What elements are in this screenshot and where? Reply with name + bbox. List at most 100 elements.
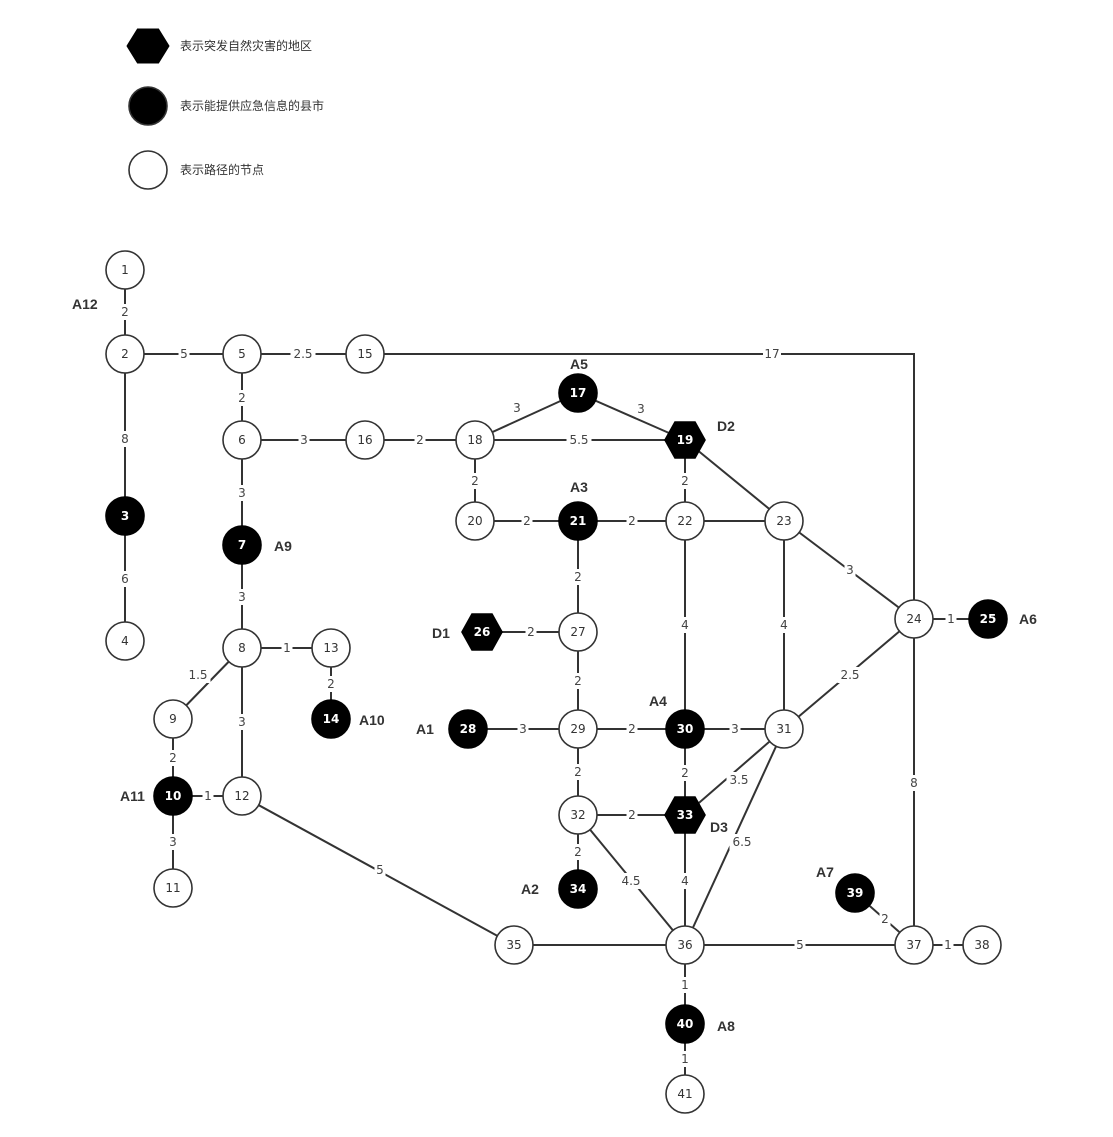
edge-weight: 3: [167, 834, 179, 850]
edge-weight: 2.5: [290, 346, 316, 362]
node-18: 18: [455, 420, 495, 460]
black-circle-node-shape: [311, 699, 351, 739]
node-23: 23: [764, 501, 804, 541]
edge-weight-label: 2: [681, 474, 689, 488]
node-label: 9: [169, 712, 177, 726]
edge-weight-bg: [679, 473, 691, 489]
edge-weight-bg: [511, 400, 523, 416]
node-label: 12: [234, 789, 249, 803]
edge-weight-label: 2: [471, 474, 479, 488]
legend-item: 表示路径的节点: [128, 150, 264, 190]
node-tag-label: A12: [72, 296, 98, 312]
edge-weight: 1: [679, 977, 691, 993]
edge-weight-bg: [566, 432, 592, 448]
edge-weight: 3: [517, 721, 529, 737]
edge-weight-bg: [729, 834, 755, 850]
node-6: 6: [222, 420, 262, 460]
legend-black-circle-icon: [128, 86, 168, 126]
node-5: 5: [222, 334, 262, 374]
hexagon-node-shape: [664, 421, 706, 459]
edge-weight: 2: [679, 765, 691, 781]
edge-weight-label: 1: [283, 641, 291, 655]
edge-weight: 1: [945, 611, 957, 627]
edge-weight-bg: [679, 765, 691, 781]
node-tag-label: A10: [359, 712, 385, 728]
node-label: 3: [121, 509, 129, 523]
edge-weight: 2.5: [837, 667, 863, 683]
edge-weight: 3: [635, 401, 647, 417]
edge-weight: 2: [325, 676, 337, 692]
node-tag-label: A3: [570, 479, 588, 495]
node-tag-label: D2: [717, 418, 735, 434]
edge-weight-label: 4: [681, 618, 689, 632]
legend-hexagon-icon: [126, 28, 170, 64]
node-label: 27: [570, 625, 585, 639]
node-label: 41: [677, 1087, 692, 1101]
node-label: 14: [323, 712, 340, 726]
black-circle-node-shape: [968, 599, 1008, 639]
black-circle-node-shape: [448, 709, 488, 749]
node-28: 28: [448, 709, 488, 749]
node-7: 7: [222, 525, 262, 565]
node-14: 14: [311, 699, 351, 739]
edge-weight-bg: [202, 788, 214, 804]
node-label: 13: [323, 641, 338, 655]
edge-weight-bg: [119, 571, 131, 587]
node-label: 39: [847, 886, 864, 900]
black-circle-node-shape: [835, 873, 875, 913]
node-tag-label: A1: [416, 721, 434, 737]
hexagon-node-shape: [664, 796, 706, 834]
node-20: 20: [455, 501, 495, 541]
node-label: 25: [980, 612, 997, 626]
edge-weight-bg: [679, 873, 691, 889]
node-13: 13: [311, 628, 351, 668]
edge-weight-label: 8: [121, 432, 129, 446]
edge-weight-bg: [679, 977, 691, 993]
edge-weight-bg: [618, 873, 644, 889]
edge-weight-label: 1: [681, 978, 689, 992]
edge-weight-bg: [236, 485, 248, 501]
node-30: 30: [665, 709, 705, 749]
edge-weight-bg: [942, 937, 954, 953]
white-circle-node-shape: [345, 420, 385, 460]
black-circle-node-shape: [153, 776, 193, 816]
edge-weight: 3.5: [726, 772, 752, 788]
node-4: 4: [105, 621, 145, 661]
edge-weight: 3: [236, 589, 248, 605]
edge-weight-label: 2: [327, 677, 335, 691]
edge-weight-label: 3: [513, 401, 521, 415]
node-tag-label: A9: [274, 538, 292, 554]
node-label: 28: [460, 722, 477, 736]
node-label: 15: [357, 347, 372, 361]
legend-white-circle-icon: [128, 150, 168, 190]
edge-weight-label: 3.5: [729, 773, 748, 787]
node-9: 9: [153, 699, 193, 739]
edge-weight-bg: [626, 513, 638, 529]
node-26: 26: [461, 613, 503, 651]
edge-weight-label: 6: [121, 572, 129, 586]
white-circle-node-shape: [311, 628, 351, 668]
edge-weight-bg: [778, 617, 790, 633]
edge-weight: 1: [281, 640, 293, 656]
edge-weight: 2: [525, 624, 537, 640]
edge-weight-bg: [185, 667, 211, 683]
edge-weight: 8: [908, 775, 920, 791]
edge-weight: 2: [572, 673, 584, 689]
edge-weight-label: 2: [574, 765, 582, 779]
edge-weight-label: 2: [416, 433, 424, 447]
node-tag-label: D1: [432, 625, 450, 641]
white-circle-node-shape: [222, 334, 262, 374]
edge-weight: 4.5: [618, 873, 644, 889]
edge-weight-bg: [119, 304, 131, 320]
edge-weight: 2: [119, 304, 131, 320]
node-label: 8: [238, 641, 246, 655]
node-tag-label: D3: [710, 819, 728, 835]
edge-weight-label: 5: [180, 347, 188, 361]
node-tag-label: A4: [649, 693, 667, 709]
node-label: 23: [776, 514, 791, 528]
edge-weight-label: 3: [238, 486, 246, 500]
edge-weight: 3: [236, 485, 248, 501]
edge-weight: 2: [167, 750, 179, 766]
